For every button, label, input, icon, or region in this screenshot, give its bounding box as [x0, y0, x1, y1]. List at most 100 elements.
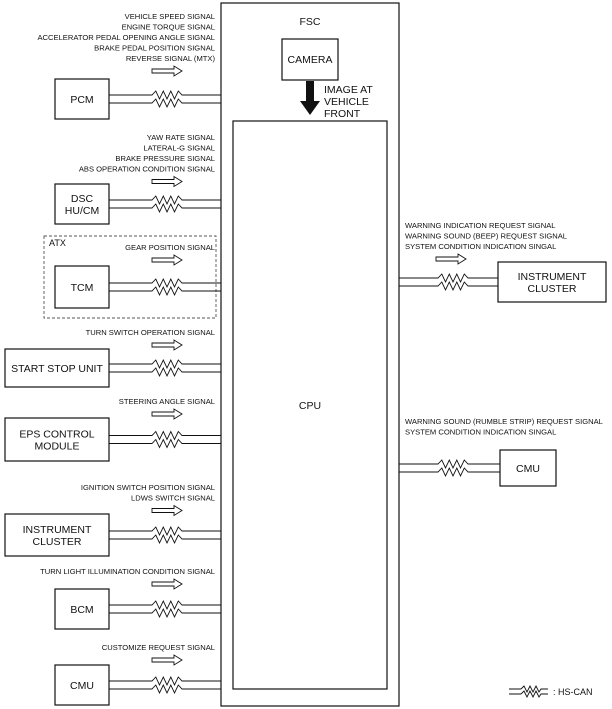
input-module-eps-control-module-label: EPS CONTROL: [19, 429, 94, 441]
hs-can-line: [109, 277, 221, 289]
hs-can-line: [399, 280, 498, 292]
atx-group-label: ATX: [49, 238, 66, 248]
fsc-title: FSC: [300, 16, 321, 28]
hs-can-line: [109, 194, 221, 206]
input-module-bcm-box: [54, 588, 110, 630]
signal-label: WARNING INDICATION REQUEST SIGNAL: [405, 221, 555, 230]
input-module-6: BCM TURN LIGHT ILLUMINATION CONDITION SIG…: [40, 567, 221, 630]
input-module-tcm-label: TCM: [71, 282, 94, 294]
hs-can-line: [109, 525, 221, 537]
output-module-instrument-cluster-label: CLUSTER: [527, 283, 576, 295]
signal-direction-arrow: [151, 504, 183, 517]
hs-can-line: [109, 366, 221, 378]
signal-label: SYSTEM CONDITION INDICATION SINGAL: [405, 428, 556, 437]
signal-label: STEERING ANGLE SIGNAL: [119, 397, 215, 406]
hs-can-line: [109, 599, 221, 611]
signal-label: SYSTEM CONDITION INDICATION SINGAL: [405, 242, 556, 251]
signal-label: LDWS SWITCH SIGNAL: [131, 494, 215, 503]
signal-label: REVERSE SIGNAL (MTX): [126, 54, 216, 63]
hs-can-line: [399, 458, 500, 470]
input-module-dsc-hu-cm-label: HU/CM: [65, 205, 99, 217]
input-module-pcm-label: PCM: [70, 94, 93, 106]
input-module-2: TCM GEAR POSITION SIGNAL: [54, 243, 221, 309]
signal-direction-arrow: [151, 254, 183, 266]
input-module-instrument-cluster-box: [4, 513, 110, 557]
signal-label: TURN SWITCH OPERATION SIGNAL: [86, 328, 215, 337]
signal-label: VEHICLE SPEED SIGNAL: [125, 12, 215, 21]
signal-direction-arrow: [151, 578, 183, 590]
hs-can-line: [109, 358, 221, 370]
input-module-3: START STOP UNIT TURN SWITCH OPERATION SIG…: [4, 328, 221, 388]
input-module-7: CMU CUSTOMIZE REQUEST SIGNAL: [54, 643, 221, 706]
hs-can-line: [399, 466, 500, 478]
input-module-0: PCM VEHICLE SPEED SIGNAL ENGINE TORQUE SIG…: [37, 12, 221, 120]
hs-can-line: [109, 430, 221, 441]
signal-direction-arrow: [151, 339, 183, 351]
signal-label: ACCELERATOR PEDAL OPENING ANGLE SIGNAL: [37, 33, 215, 42]
signal-direction-arrow: [435, 253, 467, 265]
output-module-cmu-label: CMU: [516, 463, 540, 475]
hs-can-line: [109, 202, 221, 214]
signal-label: BRAKE PRESSURE SIGNAL: [115, 154, 215, 163]
input-module-instrument-cluster-label: CLUSTER: [32, 536, 81, 548]
hs-can-line: [109, 438, 221, 449]
input-module-tcm-box: [54, 265, 110, 309]
hs-can-line: [109, 607, 221, 619]
camera-label: CAMERA: [288, 54, 333, 66]
input-module-cmu-label: CMU: [70, 680, 94, 692]
input-module-eps-control-module-label: MODULE: [35, 441, 80, 453]
signal-label: TURN LIGHT ILLUMINATION CONDITION SIGNAL: [40, 567, 215, 576]
signal-label: YAW RATE SIGNAL: [147, 133, 215, 142]
input-module-start-stop-unit-box: [4, 348, 110, 388]
hs-can-line: [109, 683, 221, 695]
signal-direction-arrow: [151, 654, 183, 666]
image-label-line-2: VEHICLE: [324, 96, 369, 108]
hs-can-line: [399, 272, 498, 284]
image-down-arrow: [300, 81, 320, 115]
input-module-pcm-box: [54, 78, 110, 120]
image-label-line-3: FRONT: [324, 108, 361, 120]
camera-box: [281, 38, 339, 81]
input-module-dsc-hu-cm-box: [54, 183, 110, 225]
signal-label: CUSTOMIZE REQUEST SIGNAL: [102, 643, 215, 652]
output-module-cmu-box: [499, 449, 557, 487]
output-module-1: CMU WARNING SOUND (RUMBLE STRIP) REQUEST …: [399, 417, 603, 487]
input-module-dsc-hu-cm-label: DSC: [71, 193, 94, 205]
hs-can-line: [109, 533, 221, 545]
signal-label: ABS OPERATION CONDITION SIGNAL: [79, 165, 215, 174]
atx-group-frame: [43, 235, 217, 319]
signal-label: GEAR POSITION SIGNAL: [125, 243, 215, 252]
hs-can-line: [109, 675, 221, 687]
output-module-instrument-cluster-box: [497, 261, 607, 303]
signal-label: WARNING SOUND (BEEP) REQUEST SIGNAL: [405, 232, 567, 241]
signal-direction-arrow: [151, 175, 183, 188]
hs-can-line: [109, 97, 221, 109]
input-module-eps-control-module-box: [4, 417, 110, 462]
hs-can-line: [109, 89, 221, 101]
signal-label: WARNING SOUND (RUMBLE STRIP) REQUEST SIG…: [405, 417, 603, 426]
input-module-start-stop-unit-label: START STOP UNIT: [11, 363, 103, 375]
signal-label: BRAKE PEDAL POSITION SIGNAL: [94, 44, 215, 53]
input-module-instrument-cluster-label: INSTRUMENT: [23, 524, 92, 536]
legend-label: : HS-CAN: [553, 687, 593, 697]
input-module-bcm-label: BCM: [70, 604, 93, 616]
legend-hs-can-symbol: [509, 684, 548, 694]
input-module-cmu-box: [54, 664, 110, 706]
legend: : HS-CAN: [509, 684, 593, 699]
image-label-line-1: IMAGE AT: [324, 84, 373, 96]
output-module-instrument-cluster-label: INSTRUMENT: [518, 271, 587, 283]
signal-direction-arrow: [151, 408, 183, 420]
signal-label: LATERAL-G SIGNAL: [143, 144, 215, 153]
signal-direction-arrow: [151, 65, 183, 77]
signal-label: IGNITION SWITCH POSITION SIGNAL: [81, 483, 215, 492]
signal-label: ENGINE TORQUE SIGNAL: [122, 23, 215, 32]
cpu-label: CPU: [299, 400, 321, 412]
hs-can-line: [109, 285, 221, 297]
